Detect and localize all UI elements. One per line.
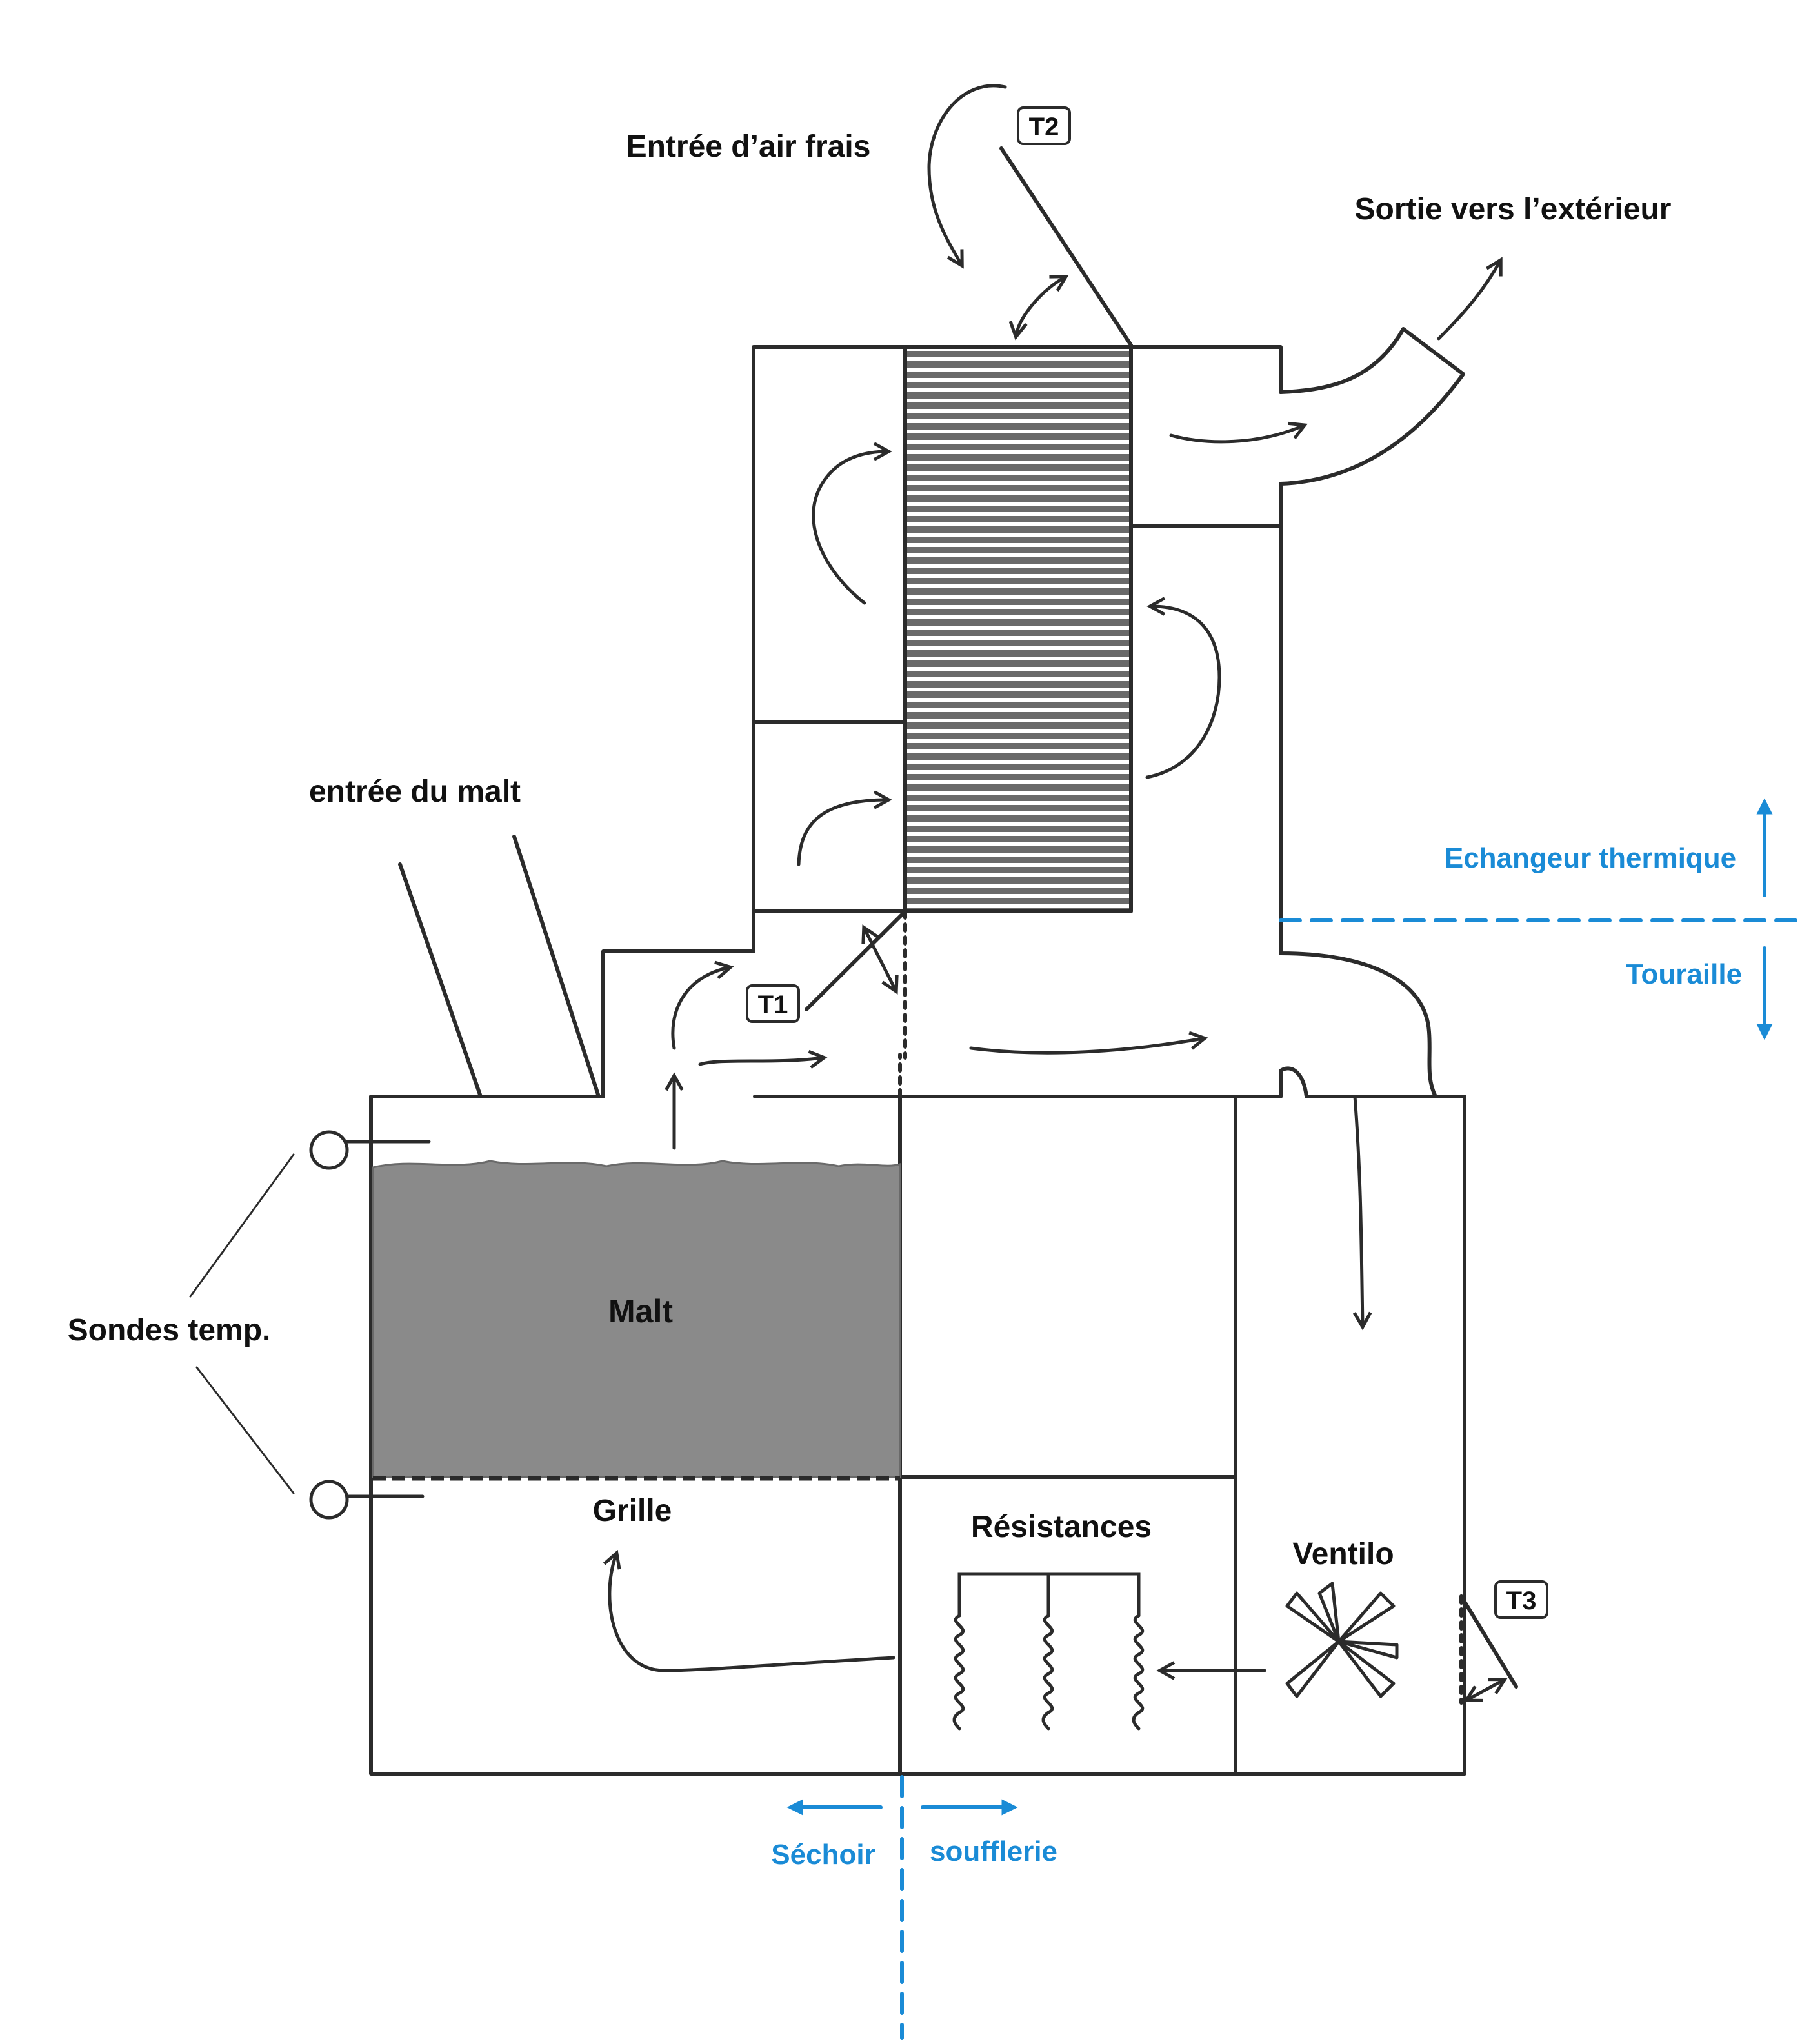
touraille-label: Touraille [1626,958,1742,990]
malt-label: Malt [608,1293,673,1329]
exhaust-duct [1279,327,1465,486]
sechoir-label: Séchoir [771,1839,875,1870]
ventilo-label: Ventilo [1292,1537,1394,1571]
blower-box [898,1095,1466,1776]
t1-label: T1 [758,991,788,1019]
t3-label: T3 [1506,1587,1537,1615]
t2-label: T2 [1029,113,1059,141]
probe-top [309,1130,349,1170]
t3-flap [1459,1594,1518,1705]
probe-bottom [309,1480,349,1520]
exchanger-core [903,345,1133,913]
t-badges [746,106,1548,1619]
soufflerie-label: soufflerie [930,1836,1057,1867]
fresh-air-arrow [927,84,1007,264]
touraille-upper [601,909,1466,1098]
fan-icon [1285,1582,1399,1698]
t1-flap [805,909,907,1011]
temp-probes [189,1130,431,1520]
exhaust-arrow [1437,261,1500,341]
grille-label: Grille [593,1494,672,1528]
resistances-label: Résistances [971,1510,1152,1544]
t2-badge [1017,106,1071,145]
heat-exchanger [752,327,1465,918]
heating-coils [952,1572,1145,1731]
sondes-label: Sondes temp. [68,1313,271,1347]
air-out-label: Sortie vers l’extérieur [1355,192,1672,226]
t3-badge [1494,1580,1548,1619]
exchanger-left-wall [752,345,907,913]
echangeur-label: Echangeur thermique [1445,842,1736,874]
air-in-label: Entrée d’air frais [626,130,871,164]
malt-inlet-chute [398,835,601,1098]
t2-flap [999,146,1133,347]
airflow-arrows [610,84,1503,1700]
t1-badge [746,984,800,1023]
malt-bed [372,1160,901,1478]
zone-separators [786,798,1802,2040]
return-duct [1279,914,1466,1098]
malt-in-label: entrée du malt [309,775,521,809]
exchanger-right-wall [1129,345,1283,394]
